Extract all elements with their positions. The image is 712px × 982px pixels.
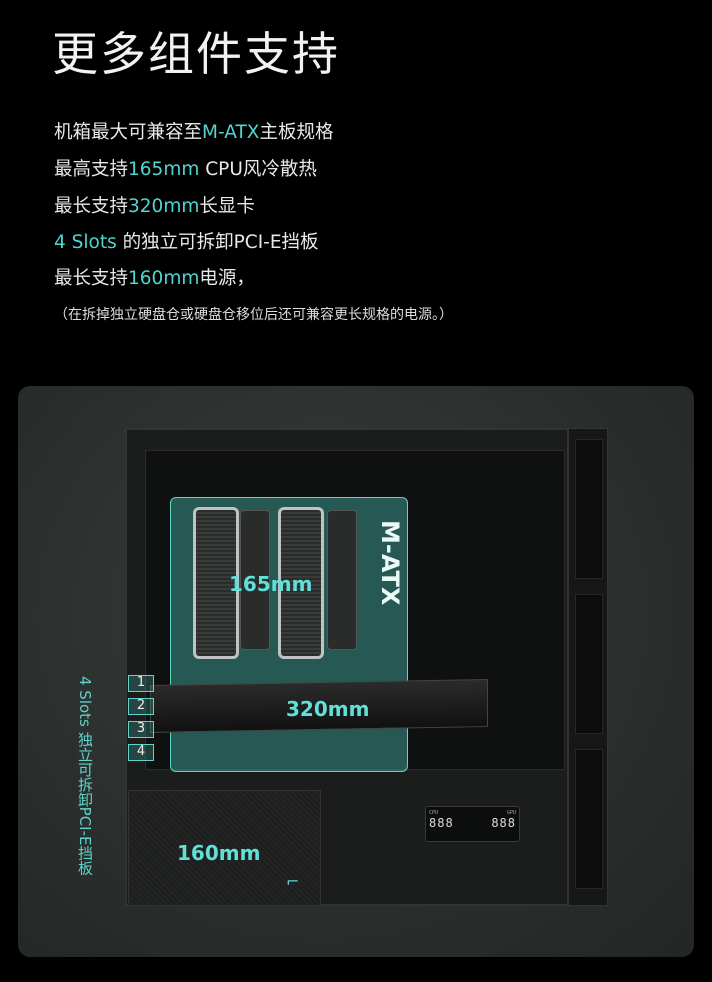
cpu-cooler [193,507,239,659]
feature-line: 最长支持160mm电源， [54,268,255,289]
case-front-panel [568,428,608,906]
cpu-cooler [278,507,324,659]
footnote: （在拆掉独立硬盘仓或硬盘仓移位后还可兼容更长规格的电源。） [54,307,453,323]
page-title: 更多组件支持 [52,27,340,81]
cooler-height-label: 165mm [229,572,313,596]
cooler-fin [240,510,270,650]
gpu-length-label: 320mm [286,697,370,721]
logo-icon: ⌐ [286,872,300,891]
power-supply [128,790,321,906]
pci-slot: 2 [128,698,154,715]
slots-label: 4 Slots 独立可拆卸PCI-E挡板 [76,676,94,876]
feature-line: 最长支持320mm长显卡 [54,196,255,217]
feature-line: 4 Slots 的独立可拆卸PCI-E挡板 [54,232,319,253]
motherboard-label: M-ATX [376,520,404,606]
psu-length-label: 160mm [177,841,261,865]
feature-line: 机箱最大可兼容至M-ATX主板规格 [54,122,334,143]
pci-slot: 3 [128,721,154,738]
feature-line: 最高支持165mm CPU风冷散热 [54,159,317,180]
pci-slot: 1 [128,675,154,692]
cooler-fin [327,510,357,650]
pci-slot: 4 [128,744,154,761]
